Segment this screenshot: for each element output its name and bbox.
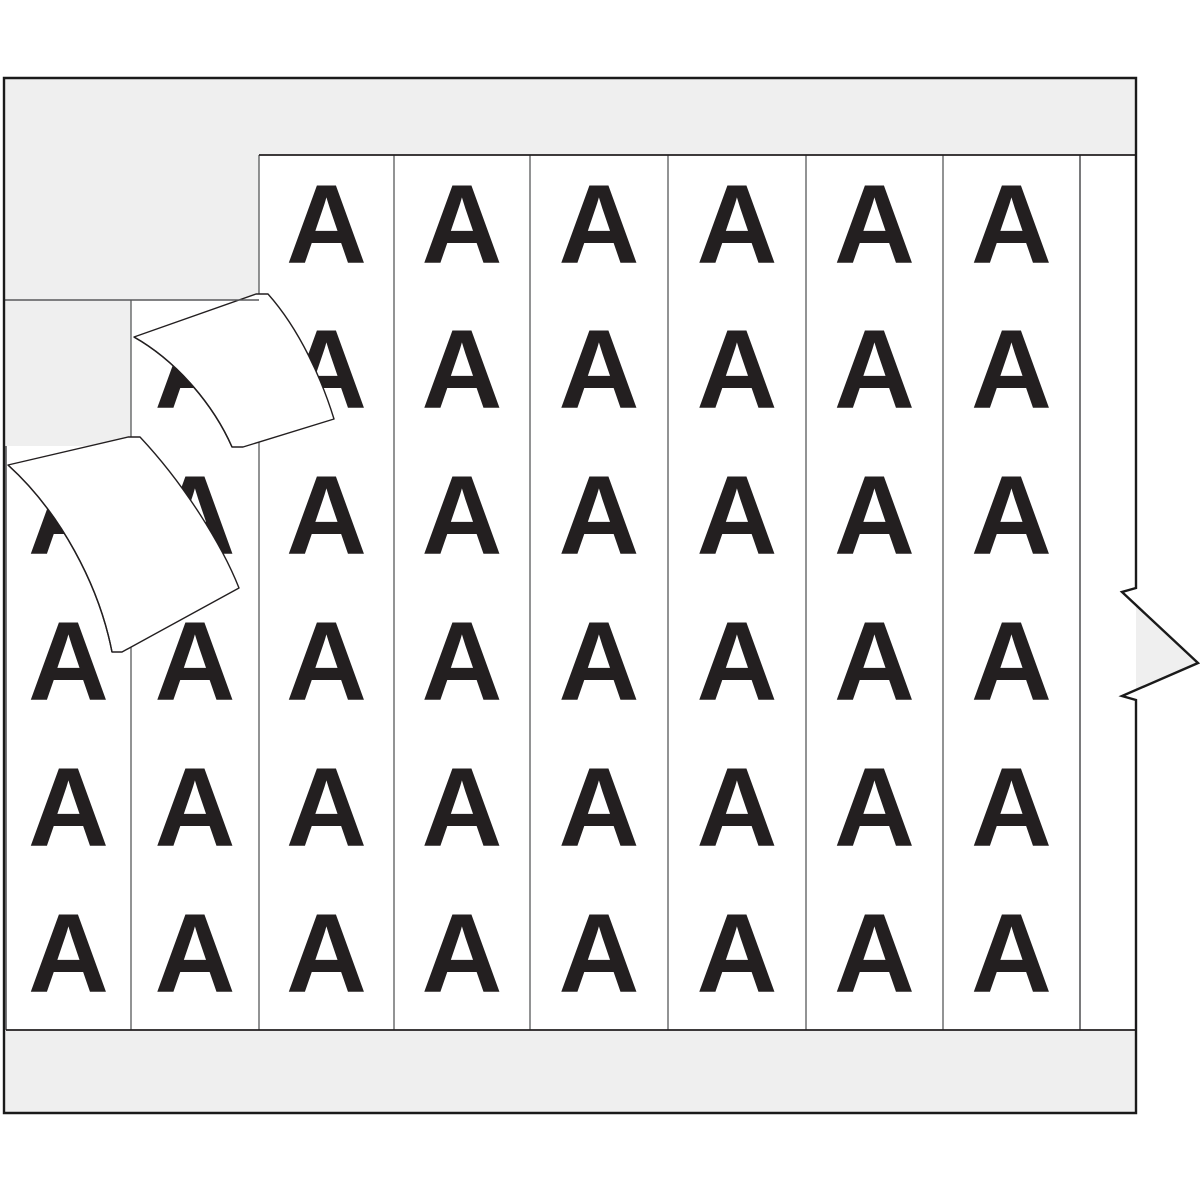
label-letter-a: A (697, 453, 778, 578)
label-cell[interactable] (806, 738, 943, 884)
label-letter-a: A (697, 162, 778, 287)
label-cell[interactable] (943, 155, 1080, 300)
label-cell[interactable] (530, 738, 668, 884)
peeled-labels-layer (7, 293, 335, 653)
label-cell[interactable] (394, 738, 530, 884)
label-letter-a: A (697, 599, 778, 724)
label-cell[interactable] (530, 446, 668, 592)
label-cell[interactable] (668, 884, 806, 1030)
label-cell[interactable] (943, 446, 1080, 592)
label-letter-a: A (286, 599, 367, 724)
label-cell[interactable] (668, 592, 806, 738)
label-letter-a: A (971, 162, 1052, 287)
label-cell[interactable] (394, 884, 530, 1030)
label-cell[interactable] (943, 592, 1080, 738)
label-cell[interactable] (943, 884, 1080, 1030)
label-letter-a: A (422, 162, 503, 287)
label-cell[interactable] (668, 300, 806, 446)
label-cell[interactable] (806, 884, 943, 1030)
label-letter-a: A (155, 745, 236, 870)
sheet-outer-border (2, 76, 1200, 1115)
label-letter-a: A (559, 745, 640, 870)
label-letter-a: A (834, 307, 915, 432)
label-letter-a: A (28, 745, 109, 870)
label-letter-a: A (28, 891, 109, 1016)
peeled-label-curl-edge (7, 464, 113, 653)
sheet-outline-layer (2, 76, 1200, 1115)
label-letter-a: A (422, 453, 503, 578)
label-cell[interactable] (259, 592, 394, 738)
label-cell[interactable] (668, 738, 806, 884)
label-cell[interactable] (394, 446, 530, 592)
label-cell[interactable] (806, 592, 943, 738)
peeled-label-curl-edge (133, 336, 233, 448)
peeled-label-upper[interactable] (133, 293, 335, 448)
label-cell[interactable] (668, 446, 806, 592)
label-letter-a: A (559, 307, 640, 432)
label-cell[interactable] (394, 592, 530, 738)
label-cell[interactable] (6, 738, 131, 884)
label-letter-a: A (286, 891, 367, 1016)
label-letter-a: A (28, 599, 109, 724)
label-letter-a: A (155, 891, 236, 1016)
label-letter-a: A (834, 891, 915, 1016)
label-cell[interactable] (259, 884, 394, 1030)
label-letter-a: A (834, 162, 915, 287)
label-cell[interactable] (259, 155, 394, 300)
label-cell[interactable] (131, 884, 259, 1030)
label-letter-a: A (971, 745, 1052, 870)
label-cell[interactable] (806, 155, 943, 300)
label-cell[interactable] (530, 300, 668, 446)
label-cell[interactable] (131, 738, 259, 884)
label-letter-a: A (286, 453, 367, 578)
label-letter-a: A (422, 307, 503, 432)
peeled-label-lower[interactable] (7, 436, 240, 653)
label-letter-a: A (834, 453, 915, 578)
label-letter-a: A (834, 599, 915, 724)
label-cell[interactable] (530, 155, 668, 300)
label-letter-a: A (559, 453, 640, 578)
label-letter-a: A (422, 891, 503, 1016)
label-cell[interactable] (259, 738, 394, 884)
label-letter-a: A (971, 891, 1052, 1016)
label-letter-a: A (834, 745, 915, 870)
label-cell[interactable] (943, 300, 1080, 446)
label-cell[interactable] (259, 446, 394, 592)
label-cell[interactable] (806, 446, 943, 592)
label-cell[interactable] (394, 155, 530, 300)
right-trim-strip (1080, 155, 1136, 1030)
label-letter-a: A (286, 162, 367, 287)
label-letter-a: A (286, 745, 367, 870)
label-cell[interactable] (6, 884, 131, 1030)
label-letter-a: A (697, 745, 778, 870)
label-letter-a: A (559, 891, 640, 1016)
label-letter-a: A (971, 453, 1052, 578)
label-letter-a: A (971, 307, 1052, 432)
label-letter-a: A (697, 307, 778, 432)
label-letter-a: A (559, 162, 640, 287)
label-cell[interactable] (530, 592, 668, 738)
label-cell[interactable] (668, 155, 806, 300)
label-cell[interactable] (394, 300, 530, 446)
label-letter-a: A (559, 599, 640, 724)
label-letter-a: A (422, 599, 503, 724)
label-letter-a: A (422, 745, 503, 870)
label-letter-a: A (697, 891, 778, 1016)
label-cell[interactable] (530, 884, 668, 1030)
label-letter-a: A (971, 599, 1052, 724)
label-cell[interactable] (943, 738, 1080, 884)
label-cell[interactable] (806, 300, 943, 446)
